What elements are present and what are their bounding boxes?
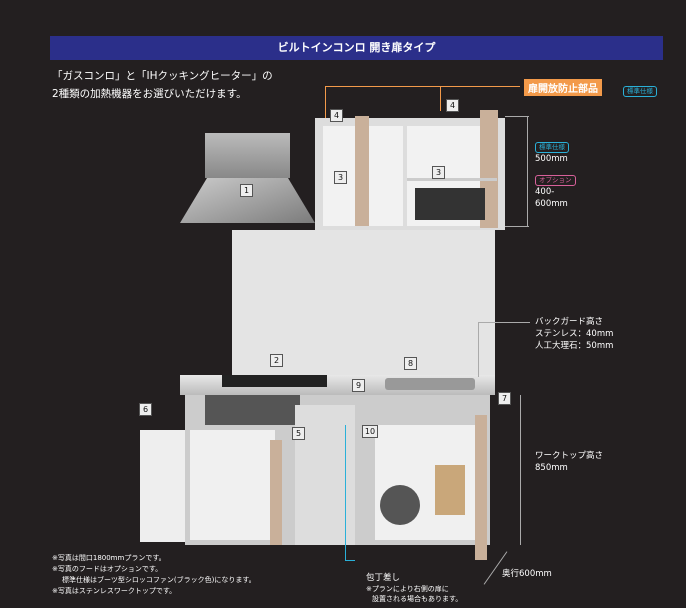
marker-4: 4 — [330, 109, 343, 122]
stopper-line — [440, 86, 441, 111]
bracket-tick — [505, 226, 529, 227]
footnote: ※写真は間口1800mmプランです。 — [52, 554, 166, 562]
knife-holder-note: ※プランにより右側の扉に 設置される場合もあります。 — [366, 584, 462, 604]
footnote: ※写真はステンレスワークトップです。 — [52, 587, 177, 595]
stopper-line — [325, 86, 326, 126]
marker-5: 5 — [292, 427, 305, 440]
backguard-line: バックガード高さ — [535, 317, 604, 327]
marker-2: 2 — [270, 354, 283, 367]
intro-line: 「ガスコンロ」と「IHクッキングヒーター」の — [52, 70, 273, 82]
door-stopper-label: 扉開放防止部品 — [524, 79, 602, 96]
worktop-bracket — [520, 395, 521, 545]
standard-height: 500mm — [535, 154, 568, 164]
marker-3: 3 — [334, 171, 347, 184]
upper-height-bracket — [527, 116, 528, 226]
footnote: ※写真のフードはオプションです。 — [52, 565, 163, 573]
marker-9: 9 — [352, 379, 365, 392]
footnote: 標準仕様はブーツ型シロッコファン(ブラック色)になります。 — [62, 576, 256, 584]
option-height: 400- 600mm — [535, 186, 568, 210]
backguard-line: 人工大理石：50mm — [535, 341, 614, 351]
base-cabinet — [185, 395, 490, 560]
worktop-height: ワークトップ高さ 850mm — [535, 450, 603, 474]
option-height-line: 400- — [535, 187, 555, 197]
knife-leader — [345, 560, 355, 561]
worktop-line: ワークトップ高さ — [535, 451, 604, 461]
note-line: 設置される場合もあります。 — [372, 595, 463, 603]
standard-badge: 標準仕様 — [623, 86, 657, 97]
standard-badge: 標準仕様 — [535, 142, 569, 153]
depth-label: 奥行600mm — [502, 569, 552, 579]
left-open-door — [140, 430, 185, 542]
marker-3: 3 — [432, 166, 445, 179]
marker-10: 10 — [362, 425, 378, 438]
worktop-line: 850mm — [535, 463, 568, 473]
countertop — [180, 375, 495, 395]
marker-1: 1 — [240, 184, 253, 197]
bracket-tick — [505, 116, 529, 117]
backsplash — [232, 230, 495, 378]
intro-text: 「ガスコンロ」と「IHクッキングヒーター」の 2種類の加熱機器をお選びいただけま… — [52, 67, 273, 103]
marker-8: 8 — [404, 357, 417, 370]
title-bar: ビルトインコンロ 開き扉タイプ — [50, 36, 663, 60]
backguard-line: ステンレス：40mm — [535, 329, 614, 339]
footnotes: ※写真は間口1800mmプランです。 ※写真のフードはオプションです。 標準仕様… — [52, 553, 256, 597]
intro-line: 2種類の加熱機器をお選びいただけます。 — [52, 88, 247, 100]
marker-7: 7 — [498, 392, 511, 405]
knife-holder-label: 包丁差し — [366, 573, 401, 583]
backguard-leader — [478, 322, 479, 377]
marker-6: 6 — [139, 403, 152, 416]
marker-4: 4 — [446, 99, 459, 112]
option-badge: オプション — [535, 175, 576, 186]
backguard-leader — [478, 322, 530, 323]
backguard-height: バックガード高さ ステンレス：40mm 人工大理石：50mm — [535, 316, 613, 352]
option-height-line: 600mm — [535, 199, 568, 209]
stopper-bracket — [325, 86, 520, 87]
upper-cabinet — [315, 110, 505, 230]
note-line: ※プランにより右側の扉に — [366, 585, 449, 593]
knife-leader — [345, 425, 346, 560]
range-hood — [180, 133, 315, 233]
